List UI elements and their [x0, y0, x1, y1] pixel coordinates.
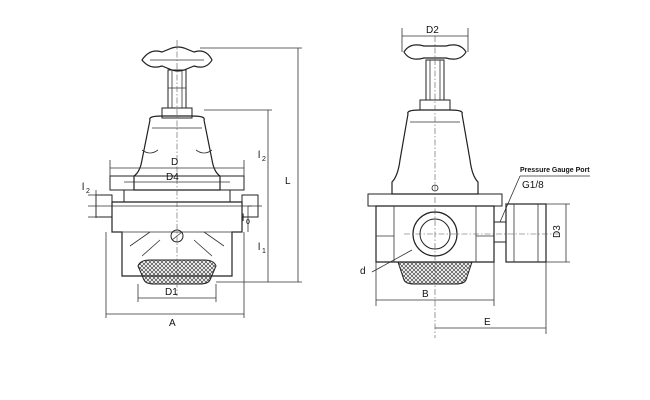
side-view: D2 Pressure Gauge Port G1/8 D3 d B E	[360, 25, 590, 338]
label-B: B	[422, 289, 429, 300]
label-l2-left: l	[82, 182, 84, 193]
side-bonnet	[391, 109, 479, 195]
front-dimensions	[88, 47, 302, 318]
label-l2-upper-sub: 2	[262, 156, 266, 163]
front-bonnet	[133, 115, 221, 191]
label-l0-sub: 0	[246, 219, 250, 226]
label-l0: l	[242, 213, 244, 224]
side-handwheel	[403, 44, 467, 60]
label-l1: l	[258, 242, 260, 253]
pressure-gauge	[505, 203, 547, 263]
label-A: A	[169, 318, 176, 329]
front-handwheel	[141, 46, 213, 72]
label-E: E	[484, 317, 491, 328]
label-l2-left-sub: 2	[86, 188, 90, 195]
label-D2: D2	[426, 25, 439, 36]
label-port-title: Pressure Gauge Port	[520, 167, 590, 174]
label-l2-upper: l	[258, 150, 260, 161]
front-view: D D4 D1 A L l 2 l 0 l 1 l 2	[82, 40, 302, 329]
side-dimensions	[371, 28, 590, 334]
label-D4: D4	[166, 172, 179, 183]
side-bottom-knob	[397, 261, 473, 285]
label-D1: D1	[165, 287, 178, 298]
label-port-thread: G1/8	[522, 180, 544, 191]
label-d: d	[360, 266, 366, 277]
label-D: D	[171, 157, 178, 168]
label-L: L	[285, 176, 291, 187]
label-D3: D3	[552, 225, 563, 238]
label-l1-sub: 1	[262, 248, 266, 255]
